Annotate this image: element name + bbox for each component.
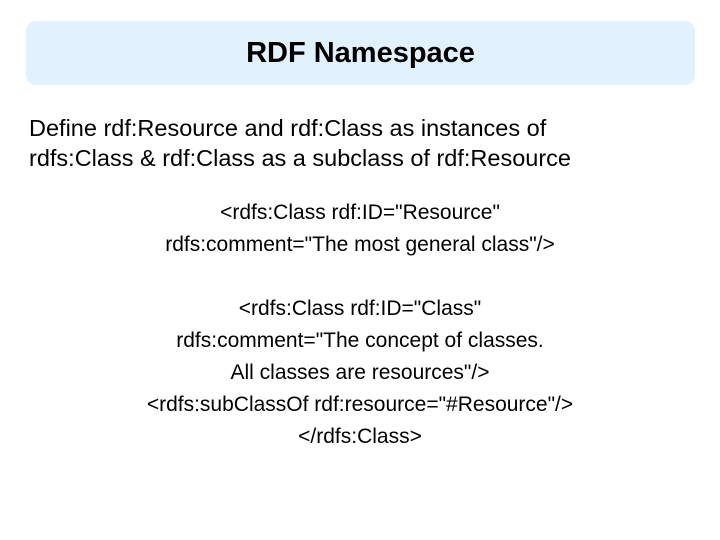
rdf-code-block: <rdfs:Class rdf:ID="Resource" rdfs:comme…	[29, 197, 691, 453]
code-line: All classes are resources"/>	[230, 361, 490, 384]
lead-paragraph: Define rdf:Resource and rdf:Class as ins…	[29, 113, 691, 173]
code-line: rdfs:comment="The most general class"/>	[165, 233, 555, 256]
lead-paragraph-line-1: Define rdf:Resource and rdf:Class as ins…	[29, 115, 547, 141]
slide-body: Define rdf:Resource and rdf:Class as ins…	[29, 113, 691, 513]
code-line: rdfs:comment="The concept of classes.	[176, 329, 544, 352]
code-line-spacer	[29, 261, 691, 293]
page-title: RDF Namespace	[246, 36, 475, 69]
code-line: <rdfs:subClassOf rdf:resource="#Resource…	[146, 393, 574, 416]
slide-title-band: RDF Namespace	[26, 21, 695, 85]
code-line: </rdfs:Class>	[298, 425, 422, 448]
code-line: <rdfs:Class rdf:ID="Class"	[238, 297, 482, 320]
code-line: <rdfs:Class rdf:ID="Resource"	[220, 201, 500, 224]
lead-paragraph-line-2: rdfs:Class & rdf:Class as a subclass of …	[29, 145, 572, 171]
